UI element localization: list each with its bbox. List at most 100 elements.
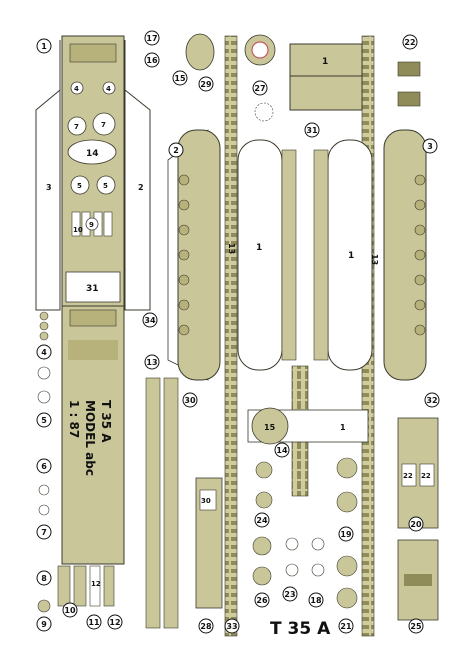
part-number-ring <box>36 524 52 540</box>
part-number-text: 32 <box>426 396 437 405</box>
part-number-3: 3 <box>422 138 438 154</box>
part-number-text: 34 <box>144 316 156 325</box>
hull-side-right-label: 2 <box>138 183 144 192</box>
part-number-ring <box>254 592 270 608</box>
part-number-23: 23 <box>282 586 298 602</box>
hatch-4a-label: 4 <box>74 85 79 93</box>
part-number-text: 26 <box>256 596 268 605</box>
part-number-ring <box>36 344 52 360</box>
part-number-ring <box>144 52 160 68</box>
part-number-18: 18 <box>308 592 324 608</box>
track-side-left-label: 13 <box>227 243 236 254</box>
turret-1b-label: 1 <box>340 423 346 432</box>
part-number-31: 31 <box>304 122 320 138</box>
hull-title-line3: 1 : 87 <box>67 400 81 438</box>
part-number-text: 17 <box>146 34 157 43</box>
track-side-right-label: 13 <box>370 254 379 265</box>
wheel-parts <box>252 457 358 609</box>
hatch-5a-label: 5 <box>77 182 82 190</box>
part-number-ring <box>422 138 438 154</box>
part-number-text: 19 <box>340 530 352 539</box>
track-strip-left <box>224 35 238 637</box>
part-number-30: 30 <box>182 392 198 408</box>
part-number-text: 29 <box>200 80 212 89</box>
part-number-24: 24 <box>254 512 270 528</box>
box-9-label: 9 <box>89 221 94 229</box>
part-number-21: 21 <box>338 618 354 634</box>
part-number-ring <box>36 458 52 474</box>
part-number-ring <box>424 392 440 408</box>
part-number-14: 14 <box>274 442 290 458</box>
hatch-7b-label: 7 <box>101 121 106 129</box>
part-number-4: 4 <box>36 344 52 360</box>
small-12-label: 12 <box>91 580 101 588</box>
part-number-ring <box>36 412 52 428</box>
part-number-text: 8 <box>41 574 47 583</box>
small-parts-column: 12 <box>37 311 115 613</box>
part-number-5: 5 <box>36 412 52 428</box>
hatch-4b-label: 4 <box>106 85 111 93</box>
part-number-33: 33 <box>224 618 240 634</box>
track-side-left: 1 13 <box>167 129 297 381</box>
track-panel-left-label: 1 <box>256 243 262 253</box>
part-number-8: 8 <box>36 570 52 586</box>
part-number-25: 25 <box>408 618 424 634</box>
part-number-34: 34 <box>142 312 158 328</box>
part-number-ring <box>36 616 52 632</box>
part-number-ring <box>282 586 298 602</box>
part-number-text: 21 <box>340 622 352 631</box>
part-number-text: 27 <box>254 84 265 93</box>
part-number-12: 12 <box>107 614 123 630</box>
sheet-title: T 35 A <box>270 619 331 639</box>
part-number-text: 10 <box>64 606 76 615</box>
strip-22a-label: 22 <box>403 472 413 480</box>
hull-net: 3 2 4 4 7 7 14 5 5 10 9 31 T 35 A MODEL … <box>35 35 151 565</box>
part-number-text: 3 <box>427 142 433 151</box>
part-number-text: 22 <box>404 38 415 47</box>
part-number-22: 22 <box>402 34 418 50</box>
strip-30: 30 <box>195 477 223 609</box>
part-number-ring <box>304 122 320 138</box>
part-number-ring <box>254 512 270 528</box>
part-number-16: 16 <box>144 52 160 68</box>
part-number-28: 28 <box>198 618 214 634</box>
part-number-ring <box>142 312 158 328</box>
deck-14-label: 14 <box>86 149 99 159</box>
part-number-ring <box>36 570 52 586</box>
hull-title-block: T 35 A MODEL abc 1 : 87 <box>67 400 113 476</box>
part-number-19: 19 <box>338 526 354 542</box>
part-number-13: 13 <box>144 354 160 370</box>
part-number-text: 7 <box>41 528 47 537</box>
track-panel-right-label: 1 <box>348 251 354 261</box>
strip-30-label: 30 <box>201 497 211 505</box>
strip-13 <box>145 377 179 629</box>
part-number-27: 27 <box>252 80 268 96</box>
part-number-text: 1 <box>41 42 47 51</box>
part-number-text: 30 <box>184 396 196 405</box>
part-number-ring <box>252 80 268 96</box>
part-number-10: 10 <box>62 602 78 618</box>
part-number-ring <box>168 142 184 158</box>
part-number-ring <box>338 618 354 634</box>
hull-side-left-label: 3 <box>46 183 52 192</box>
part-number-ring <box>338 526 354 542</box>
part-number-2: 2 <box>168 142 184 158</box>
box-10-label: 10 <box>73 226 83 234</box>
part-number-text: 4 <box>41 348 47 357</box>
part-number-ring <box>224 618 240 634</box>
part-number-ring <box>182 392 198 408</box>
strip-22b-label: 22 <box>421 472 431 480</box>
part-number-text: 18 <box>310 596 322 605</box>
part-number-6: 6 <box>36 458 52 474</box>
part-number-text: 23 <box>284 590 295 599</box>
hull-title-line2: MODEL abc <box>83 400 97 476</box>
turret-circles <box>185 33 276 122</box>
turret-15-label: 15 <box>264 423 276 432</box>
hull-title-line1: T 35 A <box>99 400 113 443</box>
part-number-ring <box>144 354 160 370</box>
bogie-strips: 22 22 <box>397 417 439 621</box>
part-number-text: 14 <box>276 446 288 455</box>
turret-top: 1 <box>289 43 363 111</box>
